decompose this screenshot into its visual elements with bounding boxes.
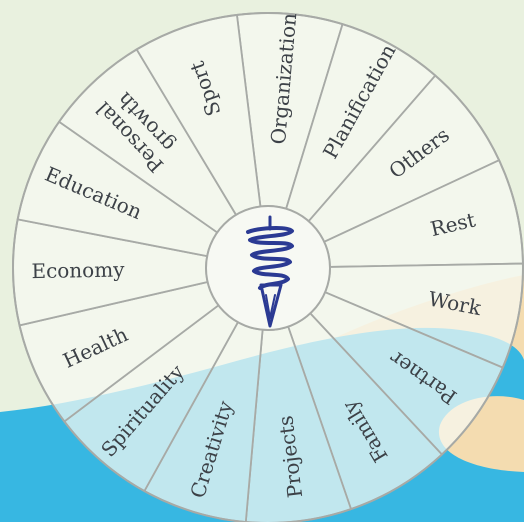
wheel-rim: [12, 12, 524, 522]
spiral-cone-logo-icon: [246, 215, 294, 328]
segment-label: Economy: [31, 257, 125, 283]
